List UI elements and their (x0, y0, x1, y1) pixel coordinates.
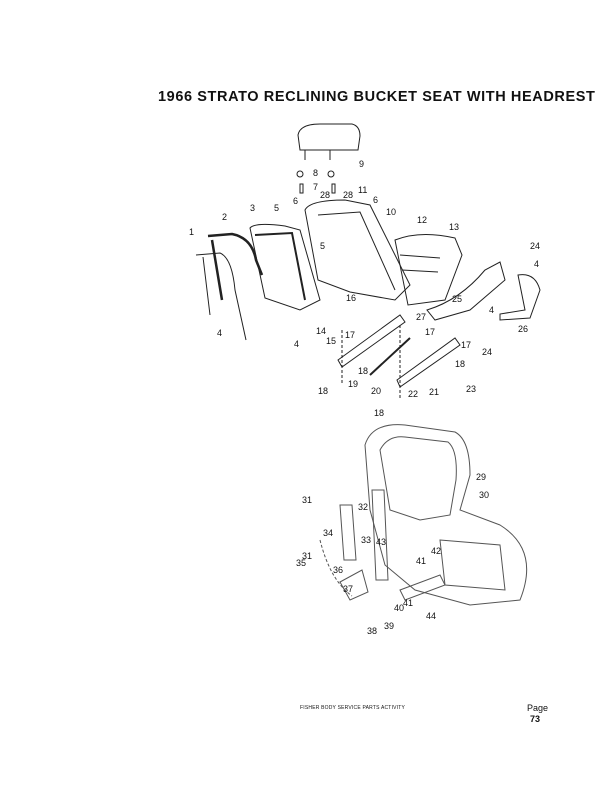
callout: 5 (320, 241, 326, 251)
page-label: Page (527, 703, 549, 713)
callout: 17 (425, 327, 436, 337)
callout: 40 (394, 603, 405, 613)
callout: 11 (358, 185, 368, 195)
callout: 41 (416, 556, 427, 566)
callout: 17 (461, 340, 472, 350)
callout: 20 (371, 386, 382, 396)
page-number: 73 (530, 714, 541, 724)
callout: 35 (296, 558, 307, 568)
callout: 15 (326, 336, 337, 346)
callout: 4 (217, 328, 223, 338)
callout: 25 (452, 294, 463, 304)
callout: 32 (358, 502, 369, 512)
callout: 6 (293, 196, 299, 206)
callout: 10 (386, 207, 397, 217)
callout: 23 (466, 384, 477, 394)
callout: 4 (534, 259, 540, 269)
callout: 39 (384, 621, 395, 631)
callout: 3 (250, 203, 256, 213)
callout: 28 (343, 190, 354, 200)
callout: 26 (518, 324, 529, 334)
callout: 16 (346, 293, 357, 303)
callout: 31 (302, 495, 313, 505)
callout: 17 (345, 330, 356, 340)
callout: 12 (417, 215, 428, 225)
callout: 30 (479, 490, 490, 500)
headrest-drawing (296, 123, 361, 194)
callout: 42 (431, 546, 442, 556)
callout: 19 (348, 379, 359, 389)
seat-assembly (304, 199, 541, 321)
callout: 18 (374, 408, 385, 418)
callout: 33 (361, 535, 372, 545)
callout: 27 (416, 312, 427, 322)
page-title: 1966 STRATO RECLINING BUCKET SEAT WITH H… (158, 89, 596, 105)
callout: 38 (367, 626, 378, 636)
callout: 5 (274, 203, 280, 213)
callout: 18 (455, 359, 466, 369)
callout: 28 (320, 190, 331, 200)
callout: 4 (489, 305, 495, 315)
seat-frame-lower-drawing (319, 424, 528, 606)
callout: 36 (333, 565, 344, 575)
callout: 2 (222, 212, 228, 222)
callout: 34 (323, 528, 334, 538)
seat-back-frames (195, 223, 321, 341)
callout: 14 (316, 326, 327, 336)
callout: 24 (530, 241, 541, 251)
callout: 29 (476, 472, 487, 482)
footer-activity: FISHER BODY SERVICE PARTS ACTIVITY (300, 705, 406, 711)
callout: 13 (449, 222, 460, 232)
callout: 31 (302, 551, 313, 561)
callout: 21 (429, 387, 440, 397)
seat-tracks (337, 314, 461, 400)
callout: 4 (294, 339, 300, 349)
callout: 24 (482, 347, 493, 357)
callout: 18 (318, 386, 329, 396)
callout: 7 (313, 182, 319, 192)
callout: 22 (408, 389, 419, 399)
callout: 9 (359, 159, 365, 169)
callout: 1 (189, 227, 195, 237)
callout: 37 (343, 584, 354, 594)
callout: 6 (373, 195, 379, 205)
callout: 43 (376, 537, 387, 547)
callout: 18 (358, 366, 369, 376)
callout: 8 (313, 168, 319, 178)
callout: 41 (403, 598, 414, 608)
callout: 44 (426, 611, 437, 621)
